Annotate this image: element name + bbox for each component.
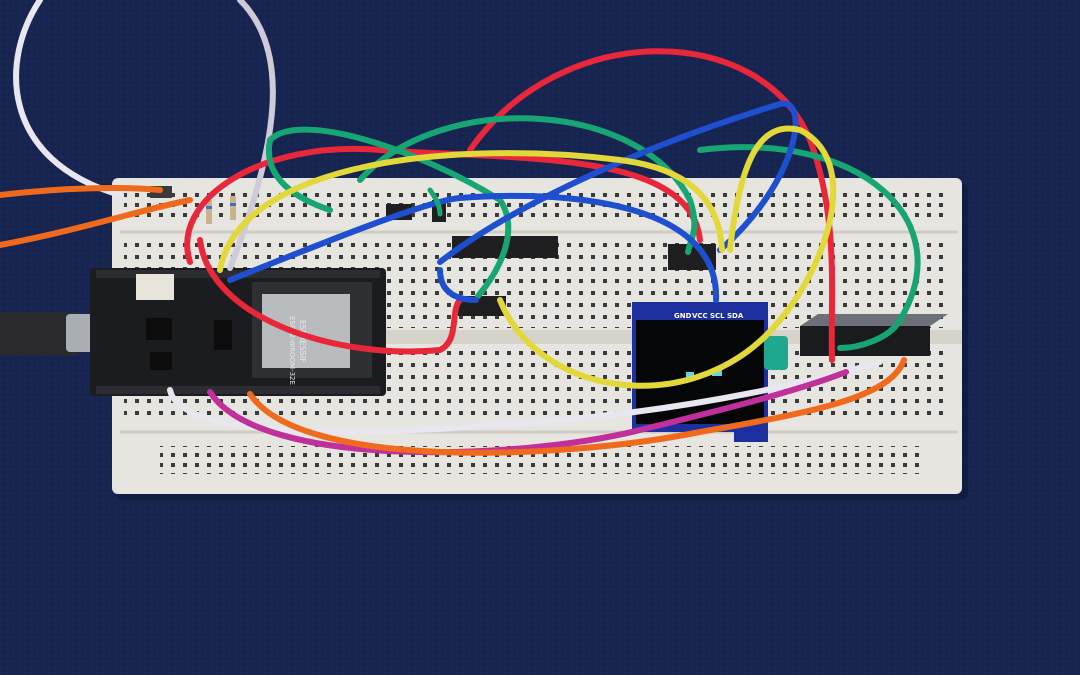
module-brand-label: ESPRESSIF: [298, 320, 307, 363]
potentiometer: [764, 336, 788, 370]
oled-pin-gnd: GND: [674, 312, 692, 320]
oled-pin-sda: SDA: [727, 312, 744, 320]
oled-pin-vcc: VCC: [692, 312, 708, 320]
esp32-board: ESPRESSIF ESP32-WROOM-32E: [90, 268, 386, 396]
oled-pin-scl: SCL: [710, 312, 725, 320]
oled-display: GND VCC SCL SDA: [632, 302, 768, 442]
module-model-label: ESP32-WROOM-32E: [288, 316, 296, 385]
esp32-wroom-module: ESPRESSIF ESP32-WROOM-32E: [252, 282, 372, 385]
jumper-wires: [0, 0, 921, 456]
sensor-module: [800, 314, 948, 356]
